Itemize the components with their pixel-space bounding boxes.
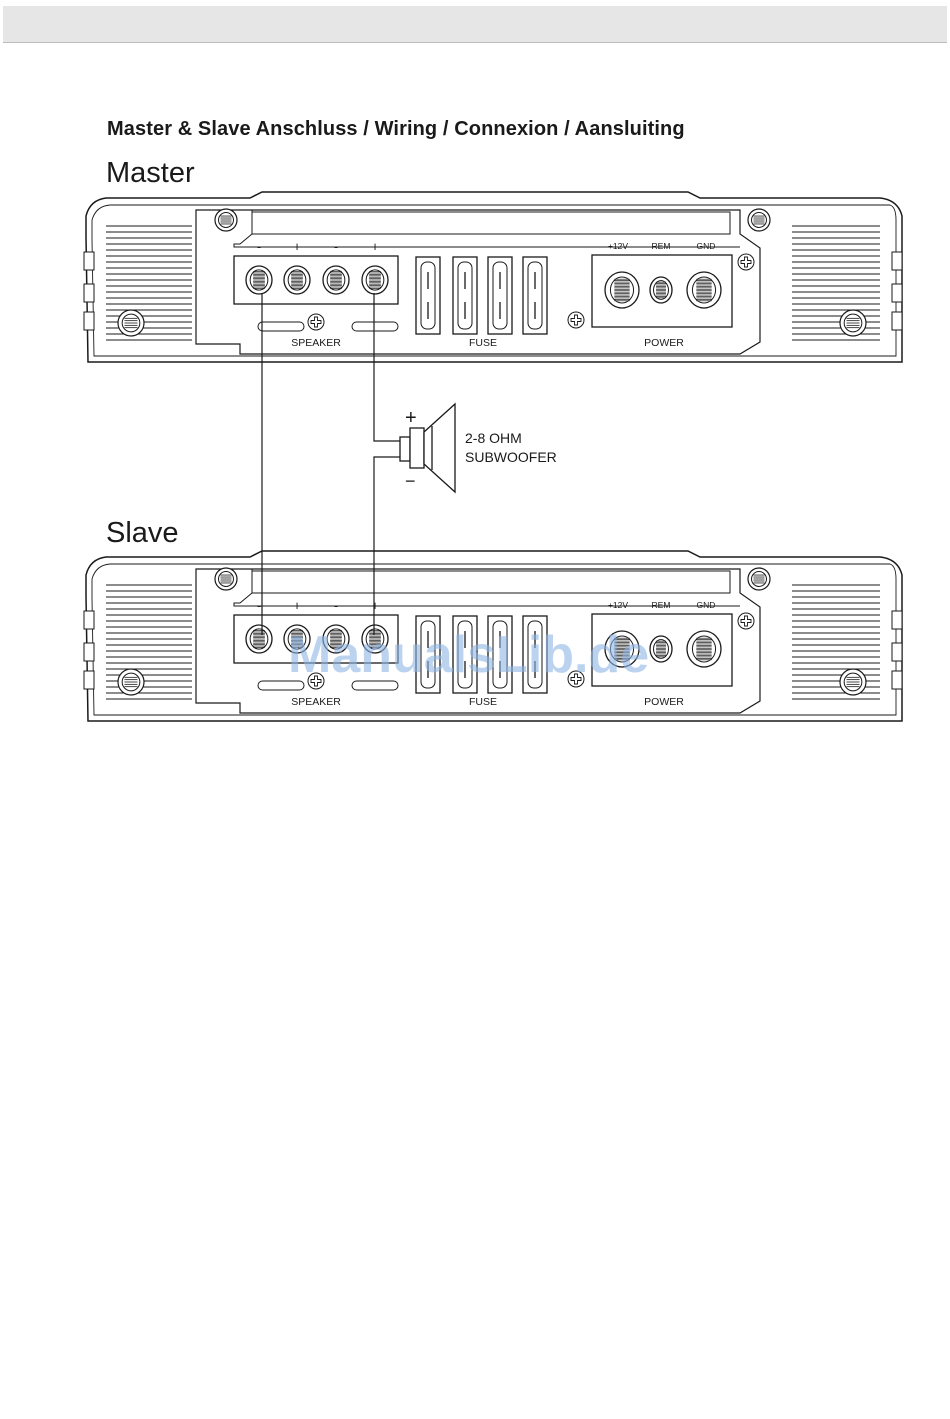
speaker-polarity-label: +	[293, 598, 301, 613]
terminal-icon	[650, 636, 672, 662]
side-notch	[84, 252, 94, 270]
screw-icon	[748, 568, 770, 590]
terminal-icon	[605, 272, 639, 308]
screw-icon	[840, 310, 866, 336]
side-notch	[892, 252, 902, 270]
speaker-label: SPEAKER	[291, 337, 341, 349]
subwoofer-impedance-label: 2-8 OHM	[465, 430, 522, 446]
speaker-slot	[258, 322, 304, 331]
cross-screw-icon	[308, 314, 324, 330]
terminal-icon	[323, 266, 349, 294]
fuse-label: FUSE	[469, 337, 497, 349]
fuse-icon	[416, 257, 440, 334]
speaker-slot	[258, 681, 304, 690]
screw-icon	[840, 669, 866, 695]
power-terminal-label: +12V	[608, 241, 628, 251]
subwoofer-minus-sign: −	[405, 471, 416, 491]
side-notch	[892, 284, 902, 302]
speaker-polarity-label: -	[257, 598, 261, 613]
speaker-polarity-label: +	[371, 239, 379, 254]
terminal-icon	[605, 631, 639, 667]
fuse-icon	[488, 616, 512, 693]
side-notch	[892, 312, 902, 330]
fuse-icon	[453, 257, 477, 334]
power-terminal-label: REM	[652, 600, 671, 610]
terminal-icon	[650, 277, 672, 303]
side-notch	[84, 312, 94, 330]
master-amplifier: - + - + SPEAKER FUSE +12V REM GND POWER	[84, 192, 902, 362]
cross-screw-icon	[738, 613, 754, 629]
terminal-icon	[323, 625, 349, 653]
terminal-icon	[246, 266, 272, 294]
cross-screw-icon	[568, 312, 584, 328]
screw-icon	[118, 310, 144, 336]
speaker-polarity-label: -	[334, 239, 338, 254]
fuse-icon	[523, 616, 547, 693]
power-terminal-label: GND	[697, 600, 716, 610]
terminal-icon	[362, 625, 388, 653]
speaker-polarity-label: +	[293, 239, 301, 254]
side-notch	[892, 611, 902, 629]
terminal-icon	[362, 266, 388, 294]
speaker-slot	[352, 322, 398, 331]
side-notch	[84, 643, 94, 661]
fuse-label: FUSE	[469, 696, 497, 708]
power-label: POWER	[644, 696, 684, 708]
fuse-icon	[453, 616, 477, 693]
fuse-icon	[416, 616, 440, 693]
terminal-icon	[246, 625, 272, 653]
fuse-icon	[488, 257, 512, 334]
side-notch	[84, 611, 94, 629]
subwoofer-plus-sign: +	[405, 407, 417, 429]
terminal-icon	[284, 266, 310, 294]
screw-icon	[215, 568, 237, 590]
speaker-polarity-label: -	[334, 598, 338, 613]
power-terminal-label: GND	[697, 241, 716, 251]
power-label: POWER	[644, 337, 684, 349]
side-notch	[892, 671, 902, 689]
power-terminal-label: +12V	[608, 600, 628, 610]
cross-screw-icon	[738, 254, 754, 270]
speaker-polarity-label: +	[371, 598, 379, 613]
terminal-icon	[687, 272, 721, 308]
screw-icon	[215, 209, 237, 231]
speaker-polarity-label: -	[257, 239, 261, 254]
side-notch	[84, 284, 94, 302]
fuse-icon	[523, 257, 547, 334]
speaker-label: SPEAKER	[291, 696, 341, 708]
power-terminal-label: REM	[652, 241, 671, 251]
slave-amplifier: - + - + SPEAKER FUSE +12V REM GND POWER	[84, 551, 902, 721]
cross-screw-icon	[568, 671, 584, 687]
side-notch	[892, 643, 902, 661]
terminal-icon	[284, 625, 310, 653]
subwoofer-label: SUBWOOFER	[465, 449, 557, 465]
side-notch	[84, 671, 94, 689]
speaker-slot	[352, 681, 398, 690]
terminal-icon	[687, 631, 721, 667]
screw-icon	[748, 209, 770, 231]
cross-screw-icon	[308, 673, 324, 689]
screw-icon	[118, 669, 144, 695]
